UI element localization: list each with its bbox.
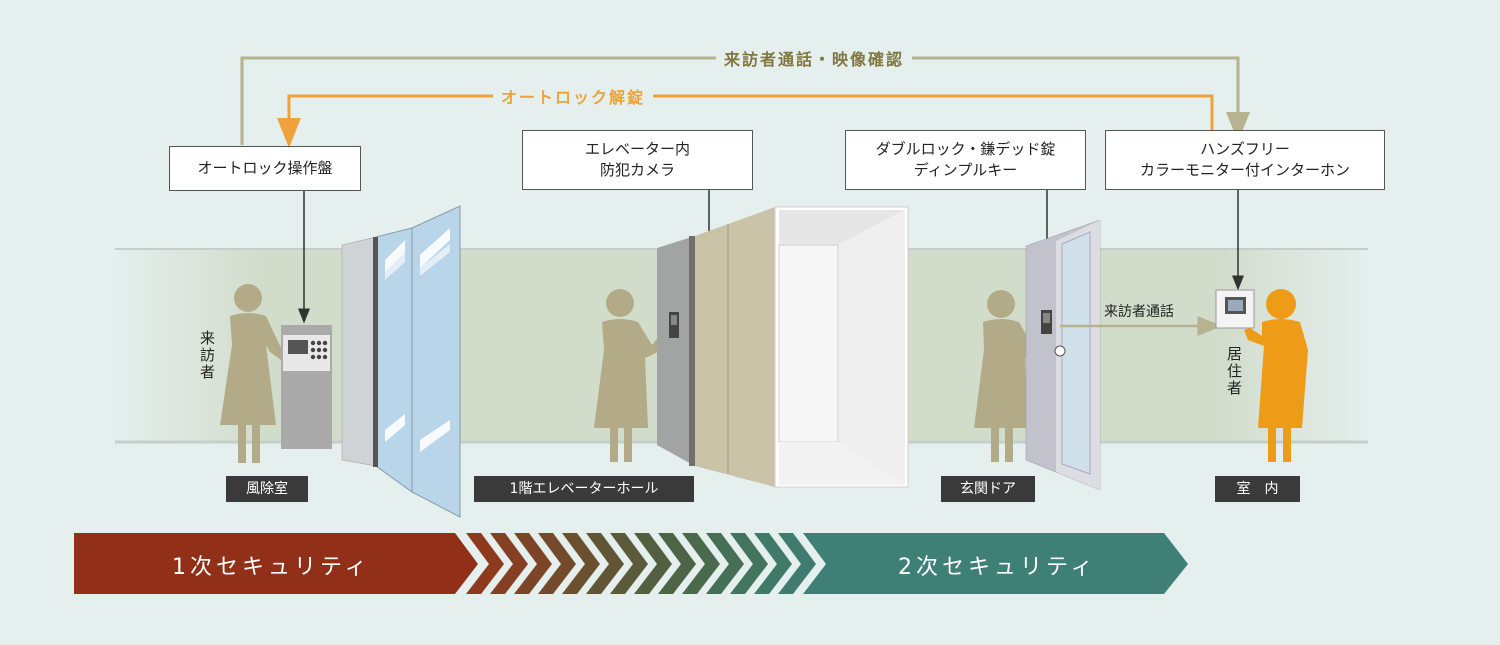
resident-figure [1244, 289, 1308, 462]
callout-door-lock: ダブルロック・鎌デッド錠 ディンプルキー [845, 130, 1086, 190]
resident-label: 居住者 [1225, 346, 1243, 397]
visitor-figure-1 [220, 284, 288, 463]
callout-autolock-panel: オートロック操作盤 [169, 146, 361, 191]
location-elevator-hall: 1階エレベーターホール [474, 476, 694, 502]
entrance-door [1025, 219, 1101, 491]
security-second-label: 2次セキュリティ [898, 555, 1097, 580]
callout-elevator-camera: エレベーター内 防犯カメラ [522, 130, 753, 190]
visitor-label: 来訪者 [198, 330, 216, 381]
visitor-call-label: 来訪者通話 [1104, 304, 1174, 320]
callout-elevator-camera-line1: エレベーター内 [584, 140, 690, 158]
security-first-label: 1次セキュリティ [172, 555, 371, 580]
callout-intercom-line1: ハンズフリー [1200, 140, 1290, 158]
security-chevrons [466, 533, 816, 594]
location-windbreak-room: 風除室 [226, 476, 308, 502]
location-entrance-door: 玄関ドア [941, 476, 1035, 502]
location-indoor: 室 内 [1215, 476, 1300, 502]
callout-elevator-camera-line2: 防犯カメラ [599, 161, 675, 179]
security-1-band [74, 533, 478, 594]
autolock-release-arrow [277, 94, 1214, 148]
video-call-label: 来訪者通話・映像確認 [716, 46, 913, 70]
autolock-panel [281, 325, 332, 449]
intercom-monitor [1215, 289, 1255, 329]
elevator [657, 206, 909, 488]
callout-intercom: ハンズフリー カラーモニター付インターホン [1105, 130, 1385, 190]
callout-intercom-line2: カラーモニター付インターホン [1139, 161, 1350, 179]
glass-doors [341, 205, 461, 518]
callout-autolock-panel-text: オートロック操作盤 [197, 159, 333, 177]
security-2-band [803, 533, 1188, 594]
callout-door-lock-line1: ダブルロック・鎌デッド錠 [875, 140, 1056, 158]
autolock-release-label: オートロック解錠 [493, 84, 654, 108]
callout-door-lock-line2: ディンプルキー [913, 161, 1018, 179]
visitor-figure-2 [594, 289, 668, 462]
